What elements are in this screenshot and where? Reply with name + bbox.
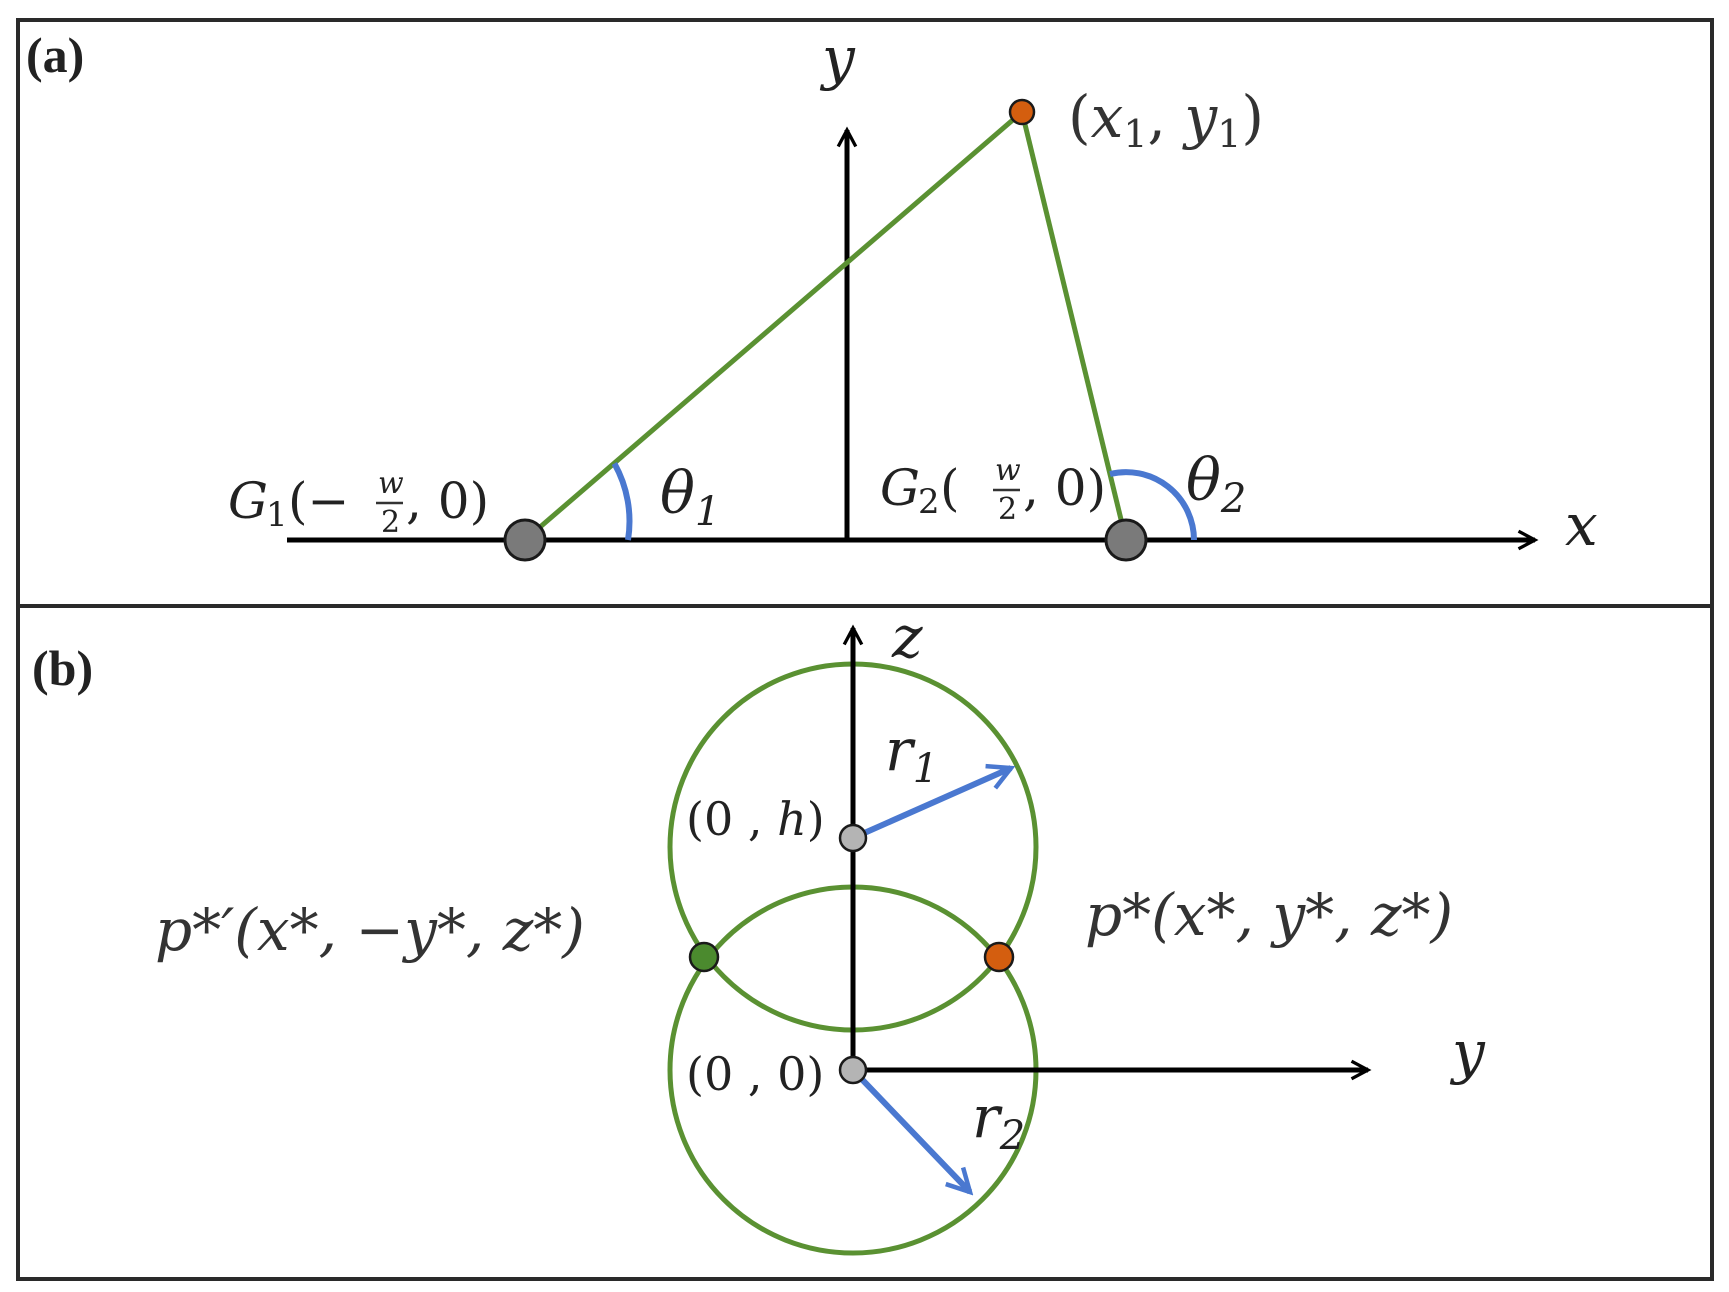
g1-label: G 1 (− w 2 , 0) [228,466,489,540]
center-bottom-label: (0 , 0) [686,1047,824,1101]
svg-text:2: 2 [918,482,940,522]
g2-point [1104,518,1148,562]
theta1-arc [611,462,633,541]
r1-arrow [851,768,1011,841]
line-g2-to-point [1019,111,1129,541]
point-label-x1-y1: (x1, y1) [1068,83,1264,156]
g2-label: G 2 ( w 2 , 0) [880,453,1106,527]
center-top-point [838,823,868,853]
panel-b-frame [16,604,1714,1281]
svg-text:1: 1 [266,495,288,535]
r2-arrow [850,1067,970,1192]
center-bottom-point [838,1055,868,1085]
svg-text:, 0): , 0) [406,472,489,530]
p-star-point [983,941,1015,973]
p-star-prime-label: p*′(x*, −y*, z*) [155,896,585,964]
svg-text:w: w [995,453,1021,488]
svg-text:G: G [228,472,268,530]
svg-text:(−: (− [288,472,349,530]
theta2-arc [1109,469,1197,541]
svg-text:, 0): , 0) [1023,459,1106,517]
panel-b-y-axis-label: y [1449,1018,1486,1086]
r1-label: r1 [885,716,938,792]
p-star-prime-point [688,941,720,973]
center-top-label: (0 , h) [686,792,825,846]
g1-point [503,518,547,562]
panel-a-label: (a) [26,27,84,83]
line-g1-to-point [523,110,1024,542]
panel-a-x-axis-label: x [1565,491,1598,559]
p-star-label: p*(x*, y*, z*) [1085,881,1453,949]
r2-label: r2 [972,1083,1025,1159]
theta1-label: θ1 [660,459,720,535]
svg-text:G: G [880,459,920,517]
panel-b-z-axis-label: z [891,603,923,671]
panel-a-y-axis-label: y [819,24,856,92]
panel-b-label: (b) [32,640,93,696]
theta2-label: θ2 [1186,446,1246,522]
svg-text:w: w [378,466,404,501]
svg-text:2: 2 [998,492,1017,527]
svg-text:(: ( [940,459,960,517]
target-point-x1-y1 [1008,98,1036,126]
svg-text:2: 2 [381,505,400,540]
